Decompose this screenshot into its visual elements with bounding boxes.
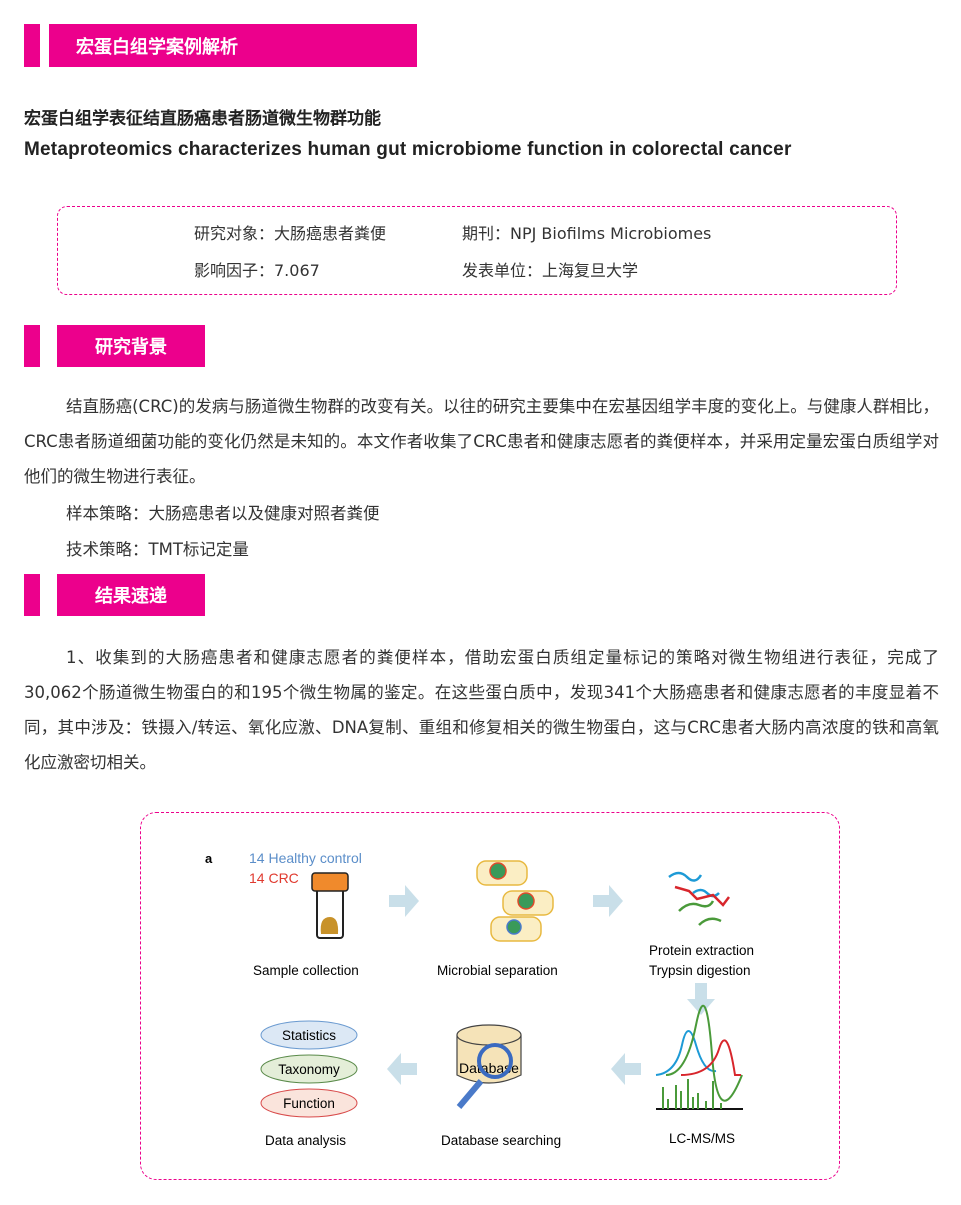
header-bar: 宏蛋白组学案例解析 xyxy=(49,24,417,67)
info-impact: 影响因子：7.067 xyxy=(194,261,320,280)
legend-healthy: 14 Healthy control xyxy=(249,850,362,866)
step-data-analysis: Data analysis xyxy=(265,1133,346,1148)
section-accent xyxy=(24,325,40,367)
step-protein-extraction: Protein extraction xyxy=(649,943,754,958)
article-title-cn: 宏蛋白组学表征结直肠癌患者肠道微生物群功能 xyxy=(24,109,381,129)
oval-label: Function xyxy=(283,1096,335,1111)
info-journal: 期刊：NPJ Biofilms Microbiomes xyxy=(462,224,712,243)
background-paragraph: 结直肠癌(CRC)的发病与肠道微生物群的改变有关。以往的研究主要集中在宏基因组学… xyxy=(24,397,939,486)
sample-strategy: 样本策略：大肠癌患者以及健康对照者粪便 xyxy=(66,504,380,523)
workflow-figure: a 14 Healthy control 14 CRC Protein extr… xyxy=(140,812,840,1180)
section-title: 研究背景 xyxy=(95,337,167,358)
tech-strategy: 技术策略：TMT标记定量 xyxy=(66,540,249,559)
step-microbial-separation: Microbial separation xyxy=(437,963,558,978)
chromatogram-icon xyxy=(655,1004,743,1110)
results-paragraph: 1、收集到的大肠癌患者和健康志愿者的粪便样本，借助宏蛋白质组定量标记的策略对微生… xyxy=(24,648,939,772)
oval-label: Taxonomy xyxy=(278,1062,340,1077)
peptides-icon xyxy=(668,871,730,926)
legend-crc: 14 CRC xyxy=(249,870,299,886)
section-background-heading: 研究背景 xyxy=(57,325,205,367)
step-database-searching: Database searching xyxy=(441,1133,561,1148)
panel-label: a xyxy=(205,851,213,866)
arrow-left-icon xyxy=(387,1053,417,1085)
section-accent xyxy=(24,574,40,616)
sample-tube-icon xyxy=(311,872,349,939)
oval-function: Function xyxy=(260,1088,358,1118)
arrow-icon xyxy=(593,885,623,917)
database-icon: Database xyxy=(456,1024,522,1109)
info-subject: 研究对象：大肠癌患者粪便 xyxy=(194,224,387,243)
header-accent xyxy=(24,24,40,67)
oval-statistics: Statistics xyxy=(260,1020,358,1050)
bacteria-icon xyxy=(476,860,554,942)
oval-taxonomy: Taxonomy xyxy=(260,1054,358,1084)
info-institution: 发表单位：上海复旦大学 xyxy=(462,261,639,280)
section-results-heading: 结果速递 xyxy=(57,574,205,616)
info-box: 研究对象：大肠癌患者粪便 期刊：NPJ Biofilms Microbiomes… xyxy=(57,206,897,295)
header-title: 宏蛋白组学案例解析 xyxy=(76,36,238,58)
arrow-left-icon xyxy=(611,1053,641,1085)
arrow-down-icon xyxy=(687,983,715,1015)
step-lcms: LC-MS/MS xyxy=(669,1131,735,1146)
step-sample-collection: Sample collection xyxy=(253,963,359,978)
arrow-icon xyxy=(389,885,419,917)
step-trypsin-digestion: Trypsin digestion xyxy=(649,963,751,978)
section-title: 结果速递 xyxy=(95,586,167,607)
article-title-en: Metaproteomics characterizes human gut m… xyxy=(24,139,792,160)
oval-label: Statistics xyxy=(282,1028,336,1043)
